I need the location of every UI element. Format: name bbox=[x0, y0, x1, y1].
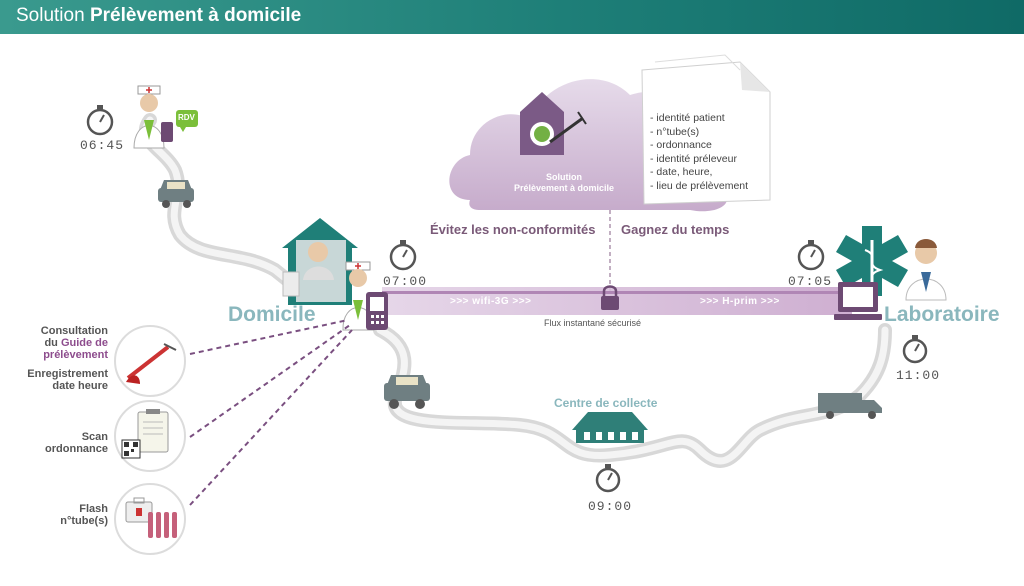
stopwatch-icon-lab-after bbox=[902, 335, 928, 364]
time-home: 07:00 bbox=[383, 274, 428, 289]
rdv-badge-label: RDV bbox=[178, 113, 195, 122]
step-connectors bbox=[189, 319, 353, 506]
document-item: - identité préleveur bbox=[650, 152, 737, 165]
computer-icon[interactable] bbox=[834, 282, 882, 320]
app-logo-icon bbox=[520, 92, 587, 155]
document-icon bbox=[641, 54, 771, 205]
car-icon-bottom bbox=[384, 375, 430, 409]
flow-label-left: >>> wifi-3G >>> bbox=[450, 296, 532, 307]
document-item: - lieu de prélèvement bbox=[650, 179, 749, 192]
document-item: - n°tube(s) bbox=[650, 125, 700, 138]
stopwatch-icon-home bbox=[389, 240, 417, 271]
step-label-scan: Scan ordonnance bbox=[45, 431, 108, 455]
page-title: Solution Prélèvement à domicile bbox=[16, 5, 302, 26]
tablet-icon[interactable] bbox=[366, 292, 388, 330]
document-item: - ordonnance bbox=[650, 139, 712, 151]
time-start: 06:45 bbox=[80, 138, 125, 153]
truck-icon bbox=[818, 393, 882, 419]
flow-label-right: >>> H-prim >>> bbox=[700, 296, 780, 307]
place-centre: Centre de collecte bbox=[554, 396, 658, 410]
flow-secure-label: Flux instantané sécurisé bbox=[544, 318, 642, 328]
document-item: - identité patient bbox=[650, 112, 725, 124]
time-lab: 07:05 bbox=[788, 274, 833, 289]
place-home: Domicile bbox=[228, 303, 316, 326]
stopwatch-icon-centre bbox=[595, 464, 621, 493]
stopwatch-icon-lab bbox=[797, 240, 825, 271]
cloud-title: Solution Prélèvement à domicile bbox=[514, 172, 615, 193]
home-icon bbox=[282, 218, 358, 305]
document-info-list: - identité patient - n°tube(s) - ordonna… bbox=[650, 112, 748, 193]
document-item: - date, heure, bbox=[650, 166, 713, 178]
nurse-top-icon bbox=[133, 85, 173, 149]
step-circle-scan[interactable] bbox=[114, 400, 186, 472]
collection-centre-icon bbox=[572, 412, 648, 443]
place-lab: Laboratoire bbox=[884, 303, 1000, 326]
step-label-flash: Flash n°tube(s) bbox=[60, 503, 108, 527]
rdv-badge-icon bbox=[176, 110, 198, 132]
car-icon-top bbox=[158, 180, 194, 208]
step-circle-guide[interactable] bbox=[114, 325, 186, 397]
stopwatch-icon-start bbox=[86, 105, 114, 136]
medical-emblem-icon bbox=[836, 226, 908, 296]
time-lab-after: 11:00 bbox=[896, 368, 941, 383]
step-circle-flash[interactable] bbox=[114, 483, 186, 555]
time-centre: 09:00 bbox=[588, 499, 633, 514]
header-bar: Solution Prélèvement à domicile bbox=[0, 0, 1024, 34]
slogan-left: Évitez les non-conformités bbox=[430, 222, 596, 237]
step-label-guide: Consultation du Guide de prélèvement bbox=[40, 325, 108, 361]
doctor-icon bbox=[905, 239, 947, 301]
slogan-right: Gagnez du temps bbox=[621, 222, 730, 237]
step-label-record: Enregistrement date heure bbox=[27, 368, 108, 392]
lock-icon bbox=[601, 285, 619, 310]
